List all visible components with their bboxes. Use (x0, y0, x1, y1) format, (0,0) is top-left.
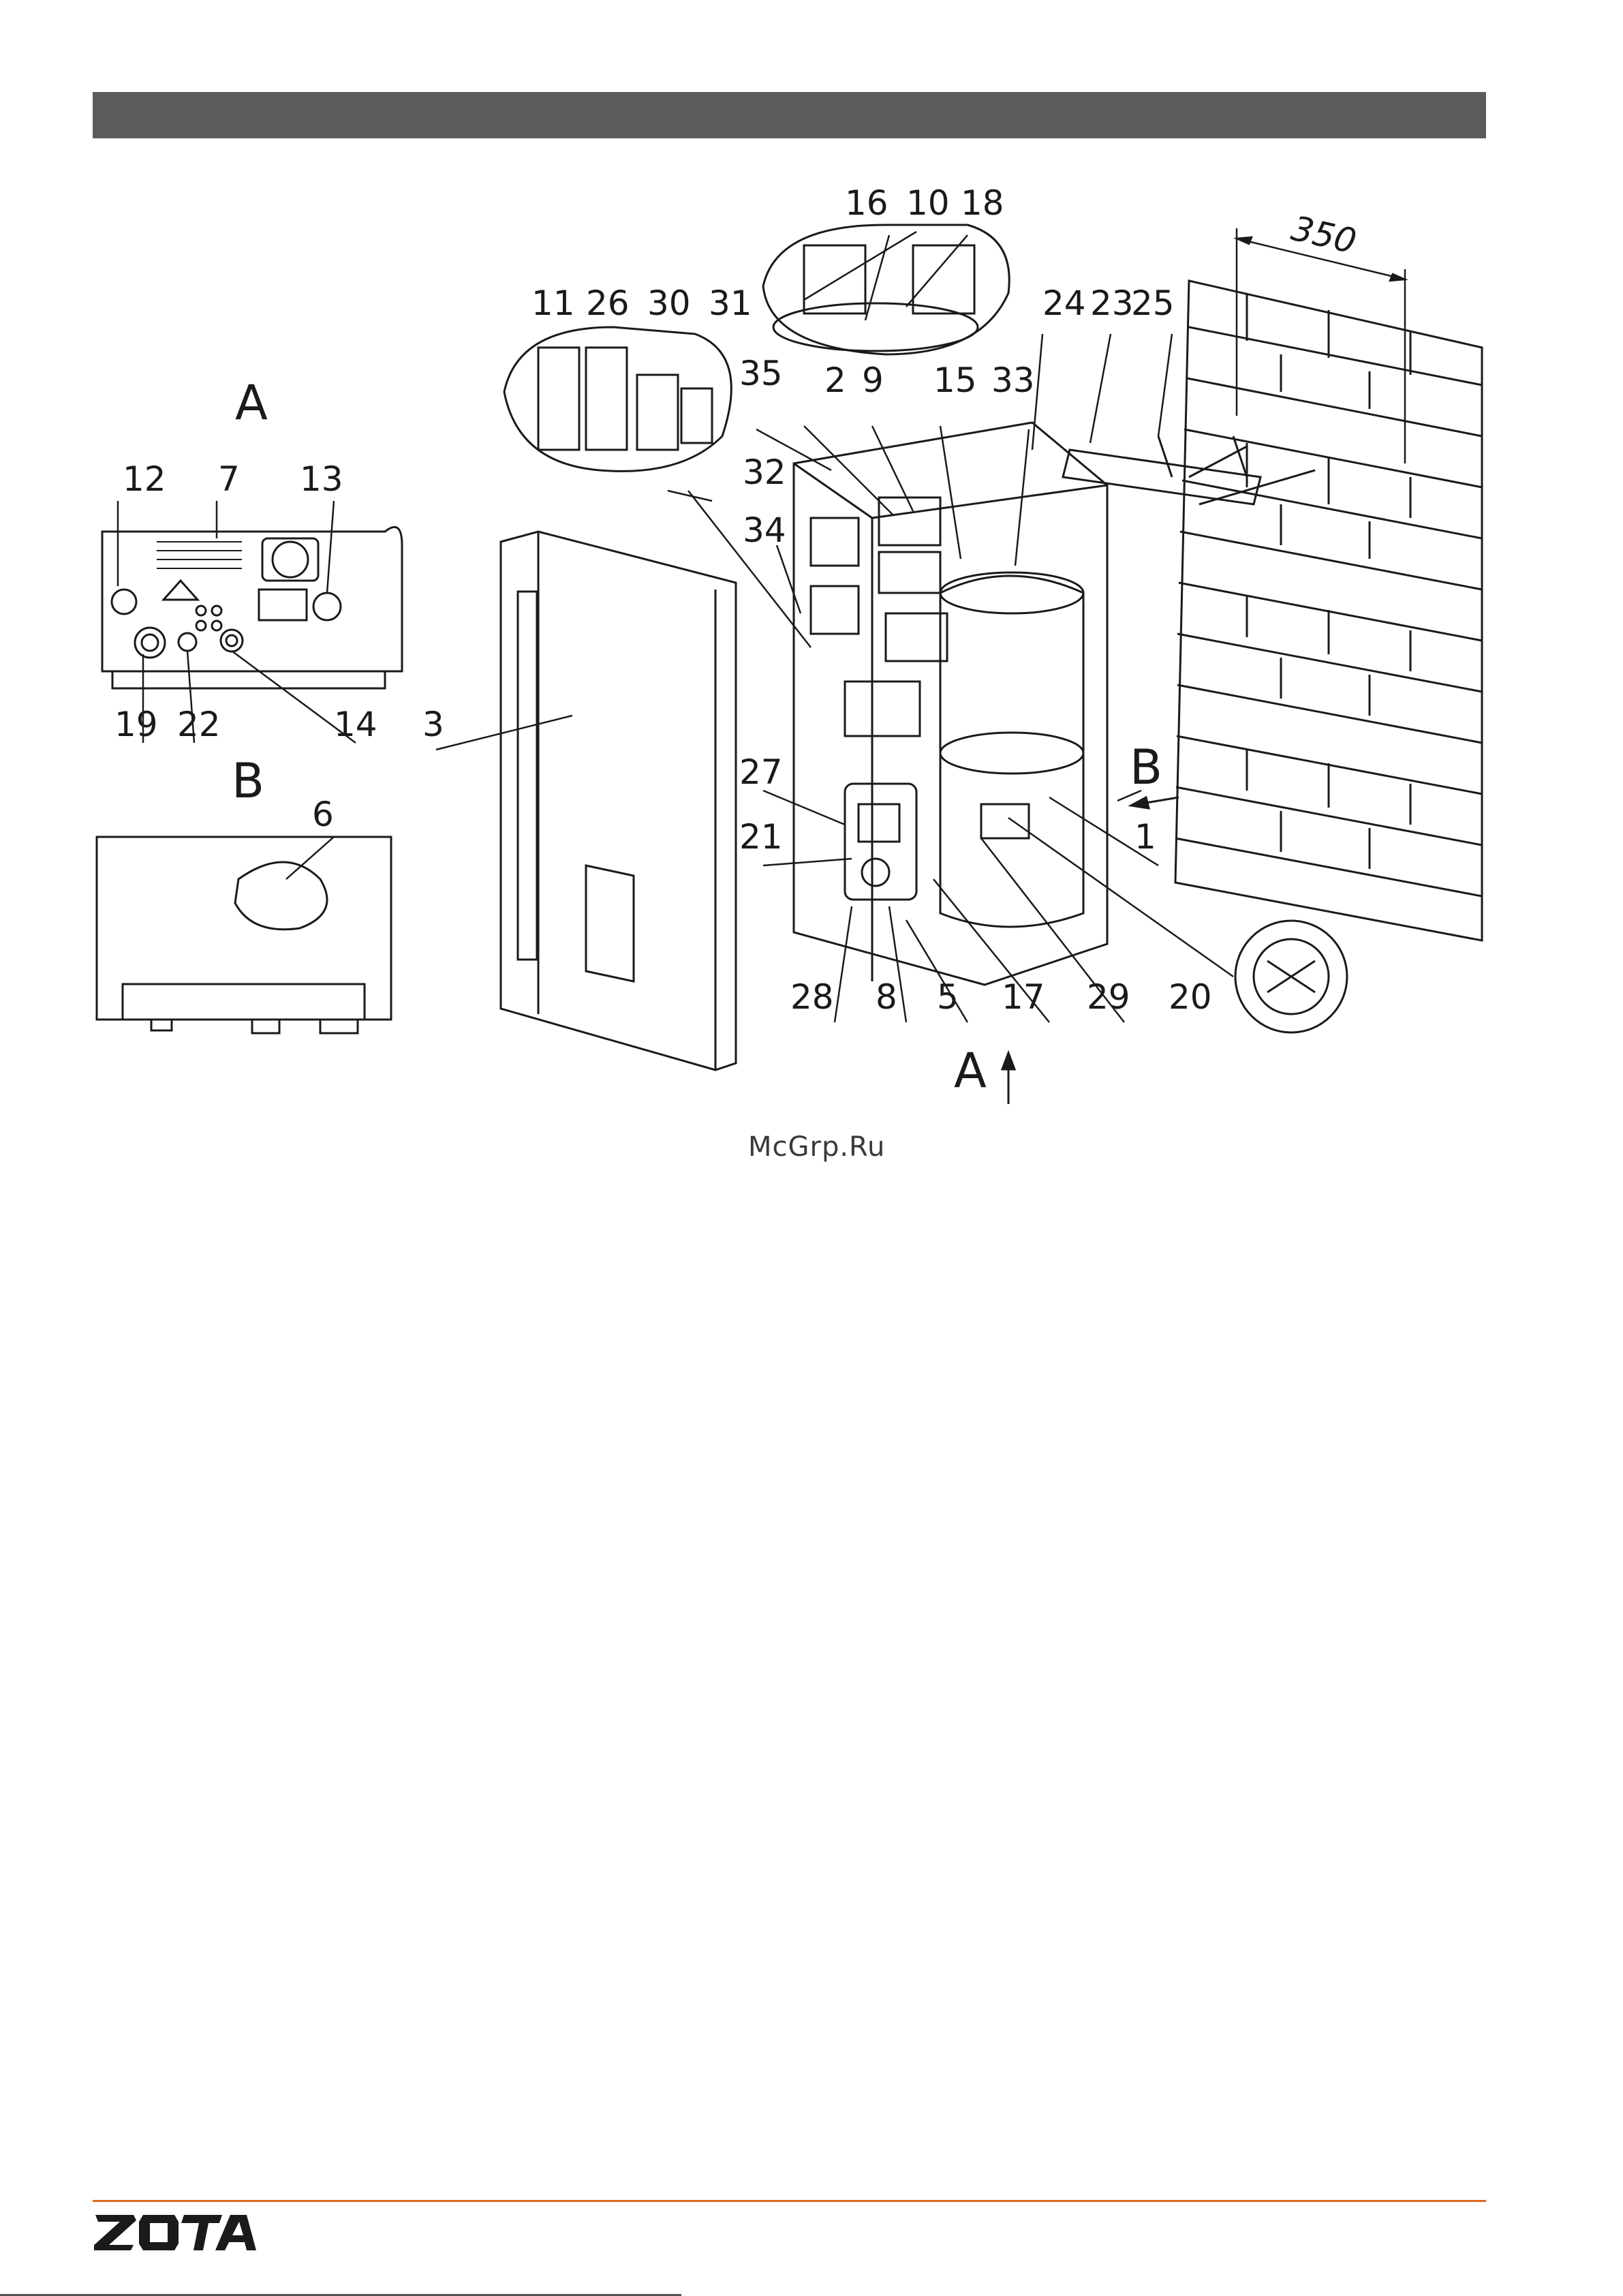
callout-2: 2 (824, 361, 846, 400)
callout-34: 34 (743, 510, 786, 550)
callout-12: 12 (123, 459, 166, 499)
callout-13: 13 (300, 459, 343, 499)
callout-24: 24 (1042, 284, 1086, 323)
callout-29: 29 (1087, 977, 1130, 1017)
view-a-vent-grille (157, 542, 242, 568)
callout-20: 20 (1169, 977, 1212, 1017)
callout-28: 28 (790, 977, 834, 1017)
callout-3: 3 (422, 705, 444, 744)
callout-6: 6 (312, 795, 334, 834)
callout-17: 17 (1002, 977, 1045, 1017)
leader-lines (118, 232, 1233, 1022)
callout-labels: 12 7 13 19 22 14 6 3 11 26 30 31 16 10 1… (114, 183, 1360, 1099)
callout-5: 5 (937, 977, 959, 1017)
callout-26: 26 (586, 284, 630, 323)
detail-bubble-left (504, 327, 731, 471)
callout-21: 21 (739, 817, 783, 857)
callout-11: 11 (531, 284, 575, 323)
callout-7: 7 (218, 459, 240, 499)
callout-15: 15 (933, 361, 977, 400)
callout-18: 18 (961, 183, 1004, 223)
callout-8: 8 (876, 977, 897, 1017)
view-b-panel (97, 837, 391, 1033)
callout-32: 32 (743, 453, 786, 492)
view-b-arrow-label: B (1130, 739, 1162, 795)
callout-23: 23 (1090, 284, 1134, 323)
callout-31: 31 (709, 284, 752, 323)
brick-wall (1175, 281, 1482, 940)
callout-9: 9 (862, 361, 884, 400)
view-b-title: B (232, 753, 264, 809)
detail-bubble-plug (1235, 921, 1347, 1032)
callout-22: 22 (177, 705, 221, 744)
callout-14: 14 (334, 705, 377, 744)
callout-16: 16 (845, 183, 888, 223)
view-a-panel (102, 527, 402, 688)
view-a-title: A (235, 375, 268, 431)
callout-33: 33 (991, 361, 1035, 400)
zota-logo (94, 2208, 258, 2256)
callout-35: 35 (739, 354, 783, 393)
footer-orange-line (93, 2200, 1486, 2202)
front-cover (501, 532, 736, 1070)
view-a-arrow-label: A (954, 1043, 987, 1099)
callout-25: 25 (1131, 284, 1175, 323)
watermark: McGrp.Ru (748, 1131, 885, 1163)
callout-19: 19 (114, 705, 158, 744)
mounting-bracket (1063, 436, 1315, 504)
dimension-line (1237, 228, 1405, 463)
callout-27: 27 (739, 752, 783, 792)
callout-1: 1 (1134, 817, 1156, 857)
callout-10: 10 (906, 183, 950, 223)
callout-30: 30 (647, 284, 691, 323)
